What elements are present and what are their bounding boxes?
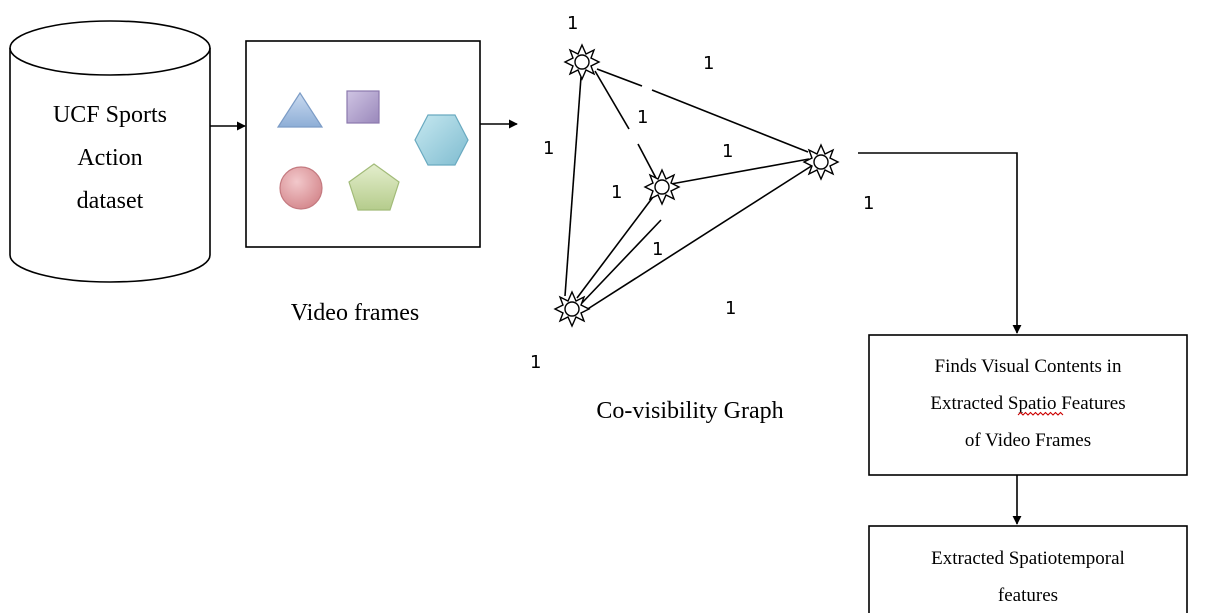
edge-top-right-b [651, 89, 809, 153]
dataset-label-line2: Action [77, 145, 142, 171]
arrow-graph-to-process [858, 152, 1022, 334]
graph-caption: Co-visibility Graph [596, 398, 783, 424]
spatio-word: Spatio [1008, 393, 1057, 414]
hexagon-icon [414, 114, 469, 166]
weight-edge-center-bottom: 1 [611, 182, 622, 203]
weight-edge-top-right: 1 [703, 53, 714, 74]
edge-top-center [594, 70, 630, 130]
weight-edge-bottom-center: 1 [652, 239, 663, 260]
edge-top-bottom [564, 76, 582, 297]
circle-icon [279, 166, 323, 210]
dataset-cylinder: UCF Sports Action dataset [9, 20, 211, 283]
edge-bottom-center [580, 219, 662, 305]
edge-top-center-b [637, 143, 658, 181]
process-text-line3: of Video Frames [965, 430, 1091, 451]
process-box: Finds Visual Contents in Extracted Spati… [868, 334, 1188, 476]
weight-edge-top-center: 1 [637, 107, 648, 128]
spelling-underline [1017, 411, 1064, 416]
weight-node-top: 1 [567, 13, 578, 34]
weight-edge-bottom-right: 1 [725, 298, 736, 319]
graph-node-top [563, 43, 601, 81]
video-frames-caption: Video frames [291, 300, 420, 326]
dataset-label-line3: dataset [77, 188, 144, 214]
graph-node-right [802, 143, 840, 181]
square-icon [346, 90, 380, 124]
triangle-icon [276, 91, 324, 128]
video-frames-box [245, 40, 481, 248]
output-text-line2: features [998, 585, 1058, 606]
process-text-line1: Finds Visual Contents in [935, 356, 1122, 377]
edge-center-right [670, 158, 810, 185]
graph-edges [564, 68, 814, 313]
weight-node-bottom: 1 [530, 352, 541, 373]
dataset-label-line1: UCF Sports [53, 102, 167, 128]
weight-edge-top-bottom: 1 [543, 138, 554, 159]
output-box: Extracted Spatiotemporal features [868, 525, 1188, 613]
edge-top-right [596, 68, 643, 87]
weight-node-right: 1 [863, 193, 874, 214]
edge-center-bottom [576, 192, 657, 299]
process-text-line2: Extracted Spatio Features [930, 393, 1125, 414]
graph-node-bottom [553, 290, 591, 328]
output-text-line1: Extracted Spatiotemporal [931, 548, 1125, 569]
pentagon-icon [348, 163, 400, 211]
weight-edge-center-right: 1 [722, 141, 733, 162]
graph-node-center [643, 168, 681, 206]
edge-bottom-right [582, 164, 814, 313]
